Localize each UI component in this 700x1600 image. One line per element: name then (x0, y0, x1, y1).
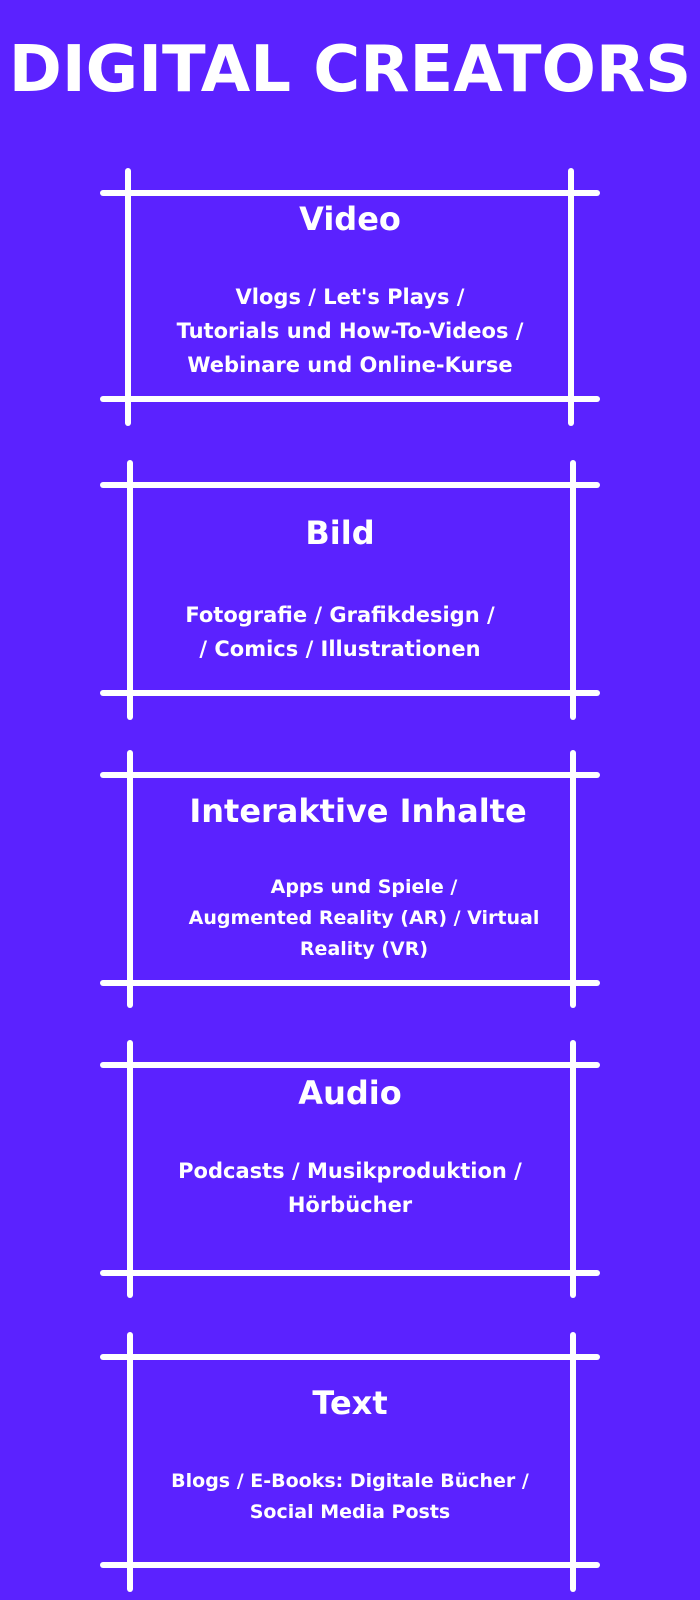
category-card-bild: Bild Fotografie / Grafikdesign / / Comic… (100, 460, 600, 720)
category-heading: Text (312, 1384, 388, 1422)
frame-line-top (100, 772, 600, 778)
category-heading: Video (299, 200, 401, 238)
frame-line-right (568, 168, 574, 426)
frame-line-top (100, 1354, 600, 1360)
description-line: Blogs / E-Books: Digitale Bücher / (171, 1470, 529, 1492)
category-heading: Interaktive Inhalte (189, 792, 527, 830)
page-title: DIGITAL CREATORS (8, 33, 692, 107)
frame-line-right (570, 1040, 576, 1298)
description-line: Vlogs / Let's Plays / (235, 285, 465, 309)
category-card-audio: Audio Podcasts / Musikproduktion / Hörbü… (100, 1040, 600, 1298)
frame-line-bottom (100, 1562, 600, 1568)
description-line: Hörbücher (287, 1193, 413, 1217)
category-description: Blogs / E-Books: Digitale Bücher / Socia… (130, 1466, 570, 1528)
category-card-video: Video Vlogs / Let's Plays / Tutorials un… (100, 168, 600, 426)
frame-line-top (100, 482, 600, 488)
category-card-interaktive-inhalte: Interaktive Inhalte Apps und Spiele / Au… (100, 750, 600, 1008)
description-line: Social Media Posts (249, 1501, 451, 1523)
frame-line-left (127, 460, 133, 720)
frame-line-bottom (100, 980, 600, 986)
frame-line-right (570, 750, 576, 1008)
category-description: Podcasts / Musikproduktion / Hörbücher (130, 1154, 570, 1222)
frame-line-top (100, 190, 600, 196)
category-description: Fotografie / Grafikdesign / / Comics / I… (120, 598, 560, 666)
frame-line-left (127, 750, 133, 1008)
frame-line-bottom (100, 690, 600, 696)
category-description: Vlogs / Let's Plays / Tutorials und How-… (130, 280, 570, 382)
category-heading: Audio (298, 1074, 402, 1112)
frame-line-left (127, 1332, 133, 1592)
category-card-text: Text Blogs / E-Books: Digitale Bücher / … (100, 1332, 600, 1592)
frame-line-bottom (100, 1270, 600, 1276)
category-heading: Bild (305, 514, 375, 552)
description-line: Webinare und Online-Kurse (187, 353, 513, 377)
frame-line-right (570, 460, 576, 720)
description-line: Podcasts / Musikproduktion / (178, 1159, 522, 1183)
description-line: / Comics / Illustrationen (199, 637, 481, 661)
description-line: Fotografie / Grafikdesign / (185, 603, 495, 627)
frame-line-left (125, 168, 131, 426)
frame-line-bottom (100, 396, 600, 402)
description-line: Reality (VR) (299, 938, 429, 960)
description-line: Augmented Reality (AR) / Virtual (188, 907, 540, 929)
description-line: Tutorials und How-To-Videos / (176, 319, 524, 343)
frame-line-top (100, 1062, 600, 1068)
frame-line-left (127, 1040, 133, 1298)
description-line: Apps und Spiele / (270, 876, 458, 898)
frame-line-right (570, 1332, 576, 1592)
category-description: Apps und Spiele / Augmented Reality (AR)… (144, 872, 584, 965)
